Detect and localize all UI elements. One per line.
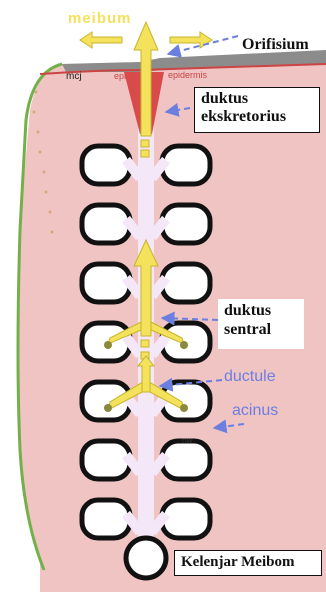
mcj-label: mcj bbox=[66, 71, 82, 82]
duktus-sentral-label: duktus sentral bbox=[218, 299, 304, 349]
meibum-label: meibum bbox=[68, 10, 132, 27]
duktus-sentral-line1: duktus bbox=[224, 301, 298, 320]
duktus-ekskretorius-label: duktus ekskretorius bbox=[194, 87, 320, 133]
acinus-label: acinus bbox=[232, 402, 278, 420]
orifisium-label: Orifisium bbox=[242, 36, 309, 54]
duktus-ekskretorius-line2: ekskretorius bbox=[201, 108, 313, 126]
kelenjar-meibom-label: Kelenjar Meibom bbox=[174, 550, 322, 576]
duktus-sentral-line2: sentral bbox=[224, 320, 298, 339]
tiny-label: nw bbox=[182, 436, 192, 445]
epidermis-label-left: epi bbox=[114, 71, 126, 81]
ductule-label: ductule bbox=[224, 368, 276, 386]
epidermis-label-right: epidermis bbox=[168, 70, 207, 80]
duktus-ekskretorius-line1: duktus bbox=[201, 90, 313, 108]
